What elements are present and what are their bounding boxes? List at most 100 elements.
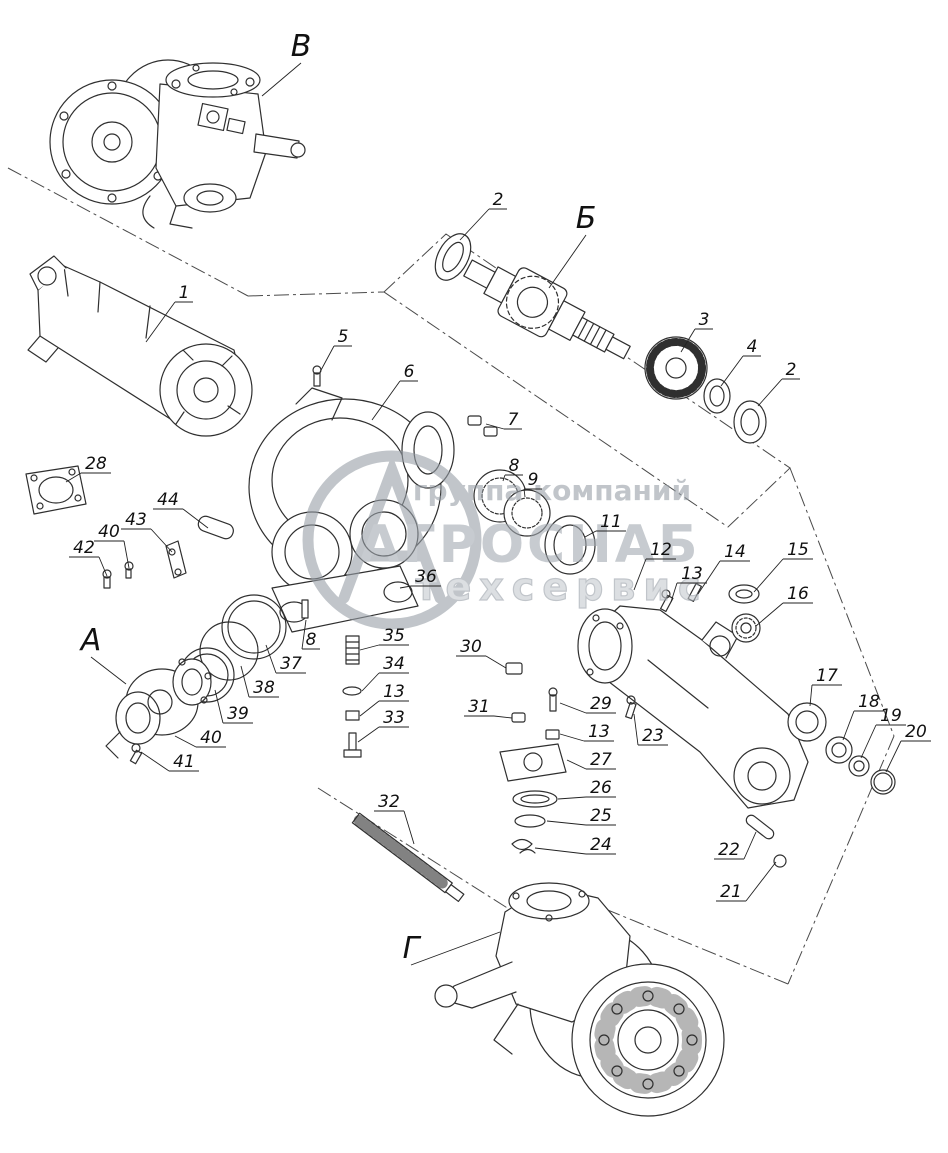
kingpin-bearing-parts-art	[745, 702, 896, 868]
leader-line	[842, 710, 855, 741]
leader-line	[65, 472, 82, 483]
leader-line	[459, 208, 490, 241]
leader-line	[371, 380, 401, 421]
section-chain-lines	[7, 167, 895, 985]
drive-pinion-shaft-art	[434, 233, 631, 360]
callout-21-46: 21	[720, 882, 742, 902]
oil-seal-art	[733, 400, 767, 444]
section-label-Б: Б	[576, 201, 597, 236]
bracket-and-fasteners-art	[102, 515, 234, 589]
callout-38-37: 38	[253, 678, 275, 698]
adjuster-stack-art	[301, 599, 362, 758]
callout-27-32: 27	[590, 750, 612, 770]
watermark-text-group: группа компаний	[413, 474, 691, 507]
callout-19-43: 19	[880, 706, 902, 726]
leader-lines-layer	[65, 62, 931, 966]
callout-13-12: 13	[681, 564, 703, 584]
leader-line	[743, 831, 757, 860]
callout-2-1: 2	[493, 190, 504, 210]
leader-line	[745, 861, 777, 902]
leader-line	[145, 301, 176, 343]
callout-13-25: 13	[383, 682, 405, 702]
callout-9-9: 9	[528, 470, 539, 490]
leader-line	[566, 759, 587, 770]
splined-washers-art	[473, 469, 596, 575]
leader-line	[523, 488, 526, 498]
leader-line	[697, 560, 721, 595]
callout-17-41: 17	[816, 666, 838, 686]
leader-line	[546, 820, 587, 826]
leader-line	[240, 665, 250, 698]
leader-line	[534, 847, 587, 855]
leader-line	[357, 726, 380, 743]
leader-line	[403, 810, 415, 845]
leader-line	[261, 62, 302, 97]
leader-line	[399, 585, 412, 589]
leader-line	[559, 733, 585, 742]
callout-30-27: 30	[460, 637, 482, 657]
leader-line	[502, 474, 506, 482]
section-label-Г: Г	[403, 931, 422, 966]
callout-4-3: 4	[747, 337, 758, 357]
callout-33-26: 33	[383, 708, 405, 728]
callout-15-14: 15	[787, 540, 809, 560]
leader-line	[670, 582, 678, 603]
callout-34-24: 34	[383, 654, 405, 674]
callout-28-16: 28	[85, 454, 107, 474]
callout-6-6: 6	[404, 362, 415, 382]
callout-23-31: 23	[642, 726, 664, 746]
leader-line	[174, 735, 197, 748]
cover-and-seal-parts-art	[499, 662, 637, 854]
leader-line	[359, 644, 380, 651]
leader-line	[485, 655, 507, 669]
callout-29-29: 29	[590, 694, 612, 714]
callout-24-35: 24	[590, 835, 612, 855]
callout-12-11: 12	[650, 540, 672, 560]
watermark-text-service: техсервис	[415, 565, 708, 609]
leader-line	[493, 715, 513, 719]
leader-line	[757, 378, 783, 407]
long-threaded-shaft-art	[351, 812, 465, 903]
section-label-В: В	[291, 29, 312, 64]
leader-line	[753, 558, 784, 593]
section-label-А: А	[79, 623, 102, 658]
leader-line	[559, 702, 587, 714]
leader-line	[90, 656, 127, 685]
callout-35-23: 35	[383, 626, 405, 646]
callout-8-22: 8	[306, 630, 317, 650]
leader-line	[301, 619, 307, 650]
callout-42-20: 42	[73, 538, 95, 558]
leader-line	[98, 556, 108, 577]
callout-18-42: 18	[858, 692, 880, 712]
callout-36-21: 36	[415, 567, 437, 587]
leader-line	[150, 528, 173, 553]
callout-3-2: 3	[699, 310, 710, 330]
leader-line	[319, 345, 335, 373]
leader-line	[182, 508, 209, 529]
leader-line	[680, 328, 696, 353]
flange-cover-art	[25, 465, 87, 515]
watermark-text-brand: АГРОСНАБ	[359, 515, 700, 575]
leader-line	[214, 689, 224, 724]
callout-44-17: 44	[157, 490, 179, 510]
callout-40-39: 40	[200, 728, 222, 748]
leader-line	[140, 751, 170, 772]
leader-line	[633, 713, 639, 746]
leader-line	[860, 724, 877, 759]
callout-20-44: 20	[905, 722, 927, 742]
leader-line	[548, 234, 587, 289]
callout-2-4: 2	[786, 360, 797, 380]
callout-31-28: 31	[468, 697, 490, 717]
callout-13-30: 13	[588, 722, 610, 742]
callout-40-19: 40	[98, 522, 120, 542]
leader-line	[885, 740, 902, 773]
leader-line	[410, 931, 501, 966]
leader-line	[123, 540, 130, 569]
leader-line	[485, 423, 505, 430]
axle-beam-art	[27, 255, 253, 437]
callout-32-47: 32	[378, 792, 400, 812]
leader-line	[265, 644, 277, 674]
